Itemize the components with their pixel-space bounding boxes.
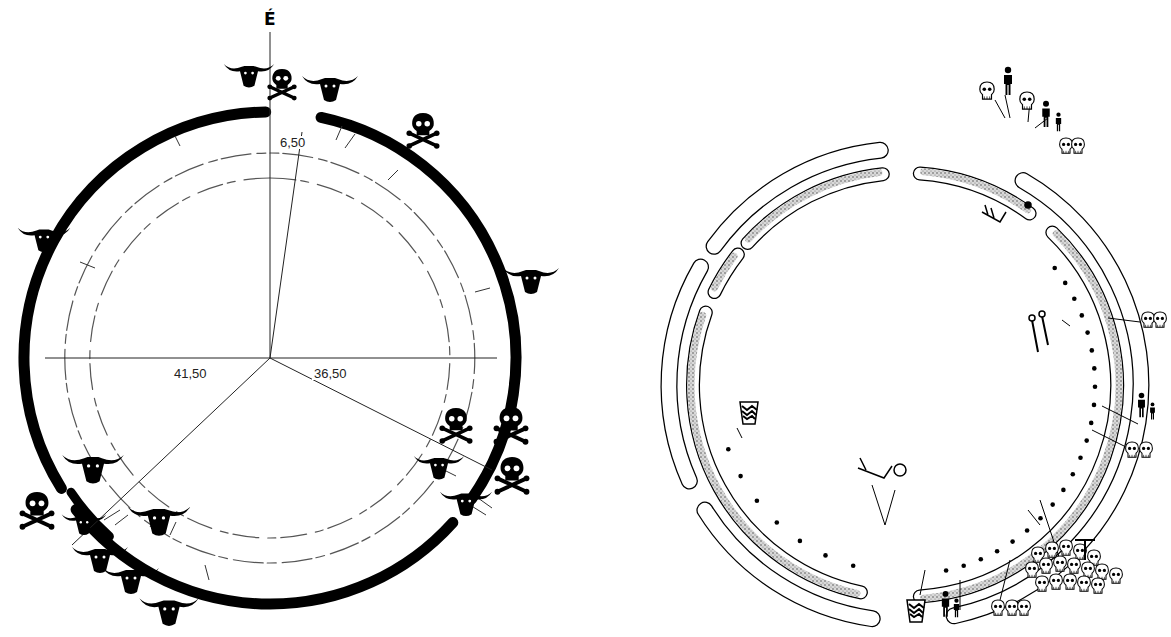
post-hole bbox=[1085, 330, 1090, 335]
post-hole bbox=[1063, 281, 1068, 286]
ditch-stroke bbox=[76, 510, 453, 605]
skull-icon bbox=[1040, 558, 1053, 573]
post-hole bbox=[1025, 528, 1030, 533]
post-hole bbox=[755, 498, 760, 503]
post-hole bbox=[1093, 384, 1098, 389]
ditch-stroke bbox=[924, 172, 1028, 210]
post-hole bbox=[1092, 366, 1097, 371]
ditch-stroke bbox=[691, 315, 857, 593]
post-hole bbox=[995, 549, 1000, 554]
post-hole bbox=[1080, 313, 1085, 318]
post-hole bbox=[1050, 502, 1055, 507]
post-hole bbox=[1090, 348, 1095, 353]
skull-icon bbox=[1082, 562, 1095, 577]
dimension-label: 6,50 bbox=[278, 136, 307, 149]
dimension-label: 36,50 bbox=[312, 367, 349, 380]
skull-icon bbox=[1068, 558, 1081, 573]
dimension-label: 41,50 bbox=[172, 367, 209, 380]
ditch-stroke bbox=[920, 233, 1117, 597]
post-hole bbox=[1010, 539, 1015, 544]
post-hole bbox=[1089, 421, 1094, 426]
post-hole bbox=[823, 553, 828, 558]
post-hole bbox=[1038, 516, 1043, 521]
skull-icon bbox=[1078, 576, 1091, 591]
post-hole bbox=[726, 447, 731, 452]
post-hole bbox=[1071, 472, 1076, 477]
ditch-stroke bbox=[715, 255, 738, 293]
skull-icon bbox=[1064, 574, 1077, 589]
ditch-stroke bbox=[321, 117, 516, 499]
skull-icon bbox=[1092, 578, 1105, 593]
ditch-stroke bbox=[24, 112, 266, 488]
post-hole bbox=[1092, 403, 1097, 408]
skull-icon bbox=[1054, 556, 1067, 571]
skull-icon bbox=[1060, 540, 1073, 555]
post-hole bbox=[944, 568, 949, 573]
post-hole bbox=[1061, 488, 1066, 493]
ditch-stroke bbox=[749, 173, 879, 240]
post-hole bbox=[775, 520, 780, 525]
post-hole bbox=[1084, 438, 1089, 443]
post-hole bbox=[798, 539, 803, 544]
skull-icon bbox=[1026, 562, 1039, 577]
ditch-stroke bbox=[714, 256, 734, 288]
ditch-stroke bbox=[71, 492, 109, 536]
ditch-stroke bbox=[748, 174, 883, 243]
post-hole bbox=[1078, 455, 1083, 460]
ditch-stroke bbox=[715, 255, 738, 293]
skull-icon bbox=[1050, 574, 1063, 589]
post-hole bbox=[738, 474, 743, 479]
ditch-stroke bbox=[924, 234, 1119, 599]
ditch-stroke bbox=[748, 174, 883, 243]
ditch-stroke bbox=[920, 233, 1117, 597]
north-label: É bbox=[264, 11, 276, 28]
post-hole bbox=[961, 563, 966, 568]
post-hole bbox=[979, 557, 984, 562]
skull-icon bbox=[1110, 568, 1123, 583]
post-hole bbox=[1052, 266, 1057, 271]
skull-icon bbox=[1096, 564, 1109, 579]
ditch-stroke bbox=[693, 313, 861, 593]
skull-icon bbox=[1046, 542, 1059, 557]
skull-icon bbox=[1036, 576, 1049, 591]
ditch-stroke bbox=[714, 150, 880, 246]
post-hole bbox=[851, 563, 856, 568]
ditch-stroke bbox=[693, 313, 861, 593]
ditch-stroke bbox=[714, 150, 880, 246]
post-hole bbox=[1072, 296, 1077, 301]
